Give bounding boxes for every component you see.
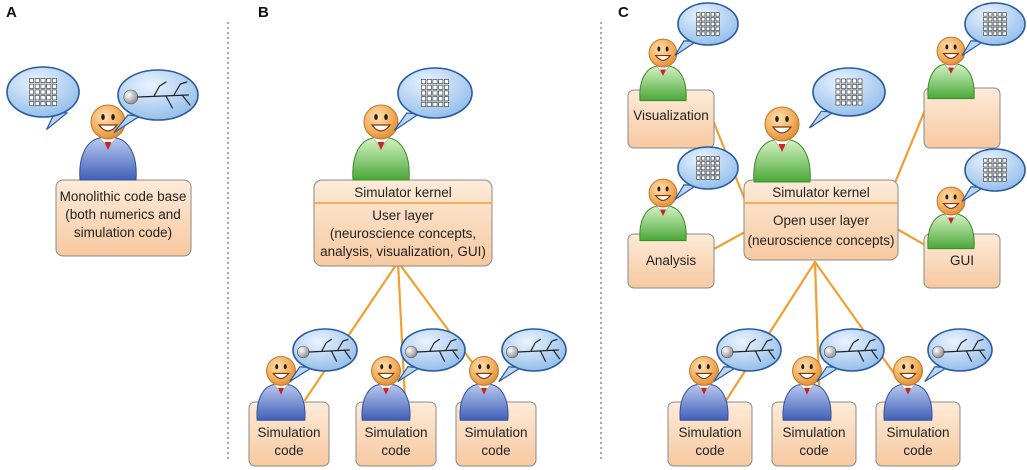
monolithic-line-1: Monolithic code base xyxy=(60,189,187,204)
c-sim-box-3-line-2: code xyxy=(903,443,932,458)
c-sim-box-3-line-1: Simulation xyxy=(886,425,949,440)
b-user-layer-line-3: analysis, visualization, GUI) xyxy=(320,244,486,259)
b-kernel-bubble xyxy=(393,67,473,131)
panel-letter-c: C xyxy=(618,4,629,21)
b-sim-box-3-line-1: Simulation xyxy=(464,425,527,440)
c-visualization-label: Visualization xyxy=(633,108,709,123)
c-kernel-label: Simulator kernel xyxy=(772,185,870,200)
person-b-sim-2 xyxy=(361,355,411,421)
person-c-sim-3 xyxy=(883,355,933,421)
person-a xyxy=(79,104,137,181)
b-sim-box-3-line-2: code xyxy=(481,443,510,458)
c-sim-box-2-line-2: code xyxy=(799,443,828,458)
person-c-gui xyxy=(927,186,975,250)
c-kernel-bubble xyxy=(808,67,886,129)
c-sim-box-2-line-1: Simulation xyxy=(782,425,845,440)
b-sim-3-bubble xyxy=(498,328,567,383)
c-sim-box-1-line-2: code xyxy=(695,443,724,458)
panel-letter-a: A xyxy=(6,4,17,21)
b-sim-box-2-line-2: code xyxy=(381,443,410,458)
c-gui-bubble xyxy=(961,148,1026,203)
c-gui-label: GUI xyxy=(950,253,974,268)
c-analysis-bubble xyxy=(674,146,739,201)
person-c-extra xyxy=(927,36,975,100)
b-sim-box-2-line-1: Simulation xyxy=(364,425,427,440)
a-neuron-bubble xyxy=(113,69,199,134)
monolithic-line-3: simulation code) xyxy=(74,225,172,240)
panel-b: Simulator kernel User layer (neuroscienc… xyxy=(248,179,537,467)
person-c-kernel xyxy=(753,106,811,183)
c-user-layer-line-2: (neuroscience concepts) xyxy=(747,233,894,248)
b-sim-box-1-line-1: Simulation xyxy=(257,425,320,440)
c-sim-3-bubble xyxy=(924,328,993,383)
c-sim-2-bubble xyxy=(816,328,885,383)
person-c-sim-2 xyxy=(782,355,832,421)
person-c-analysis xyxy=(639,178,687,242)
person-b-kernel xyxy=(352,104,410,181)
c-visualization-bubble xyxy=(674,2,739,57)
person-b-sim-1 xyxy=(256,355,306,421)
a-data-bubble xyxy=(6,66,80,130)
c-sim-box-1-line-1: Simulation xyxy=(678,425,741,440)
panel-letter-b: B xyxy=(258,4,269,21)
b-sim-1-bubble xyxy=(289,328,358,383)
b-user-layer-line-1: User layer xyxy=(372,208,434,223)
c-user-layer-line-1: Open user layer xyxy=(773,213,870,228)
b-user-layer-line-2: (neuroscience concepts, xyxy=(330,226,476,241)
panel-a: Monolithic code base (both numerics and … xyxy=(55,179,192,257)
c-extra-bubble xyxy=(961,2,1026,57)
person-c-sim-1 xyxy=(679,355,729,421)
monolithic-line-2: (both numerics and xyxy=(65,207,181,222)
b-sim-2-bubble xyxy=(397,328,466,383)
c-sim-1-bubble xyxy=(713,328,782,383)
c-kernel-box xyxy=(743,179,899,261)
person-b-sim-3 xyxy=(459,355,509,421)
b-kernel-label: Simulator kernel xyxy=(354,185,452,200)
b-sim-box-1-line-2: code xyxy=(274,443,303,458)
c-analysis-label: Analysis xyxy=(646,253,697,268)
figures-layer xyxy=(6,2,1026,421)
